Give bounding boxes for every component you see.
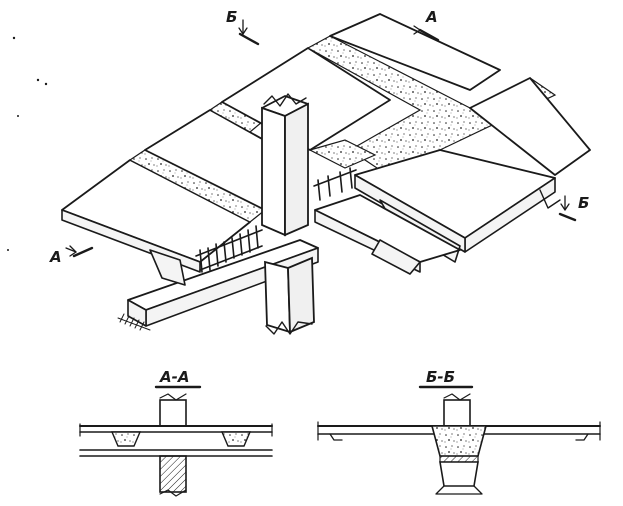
column (261, 93, 315, 335)
section-b-b: Б-Б (317, 368, 601, 495)
section-letter-a-left: А (49, 248, 62, 266)
node-concrete (308, 139, 377, 169)
section-mark-a-left: А (49, 245, 94, 266)
section-letter-a-top: А (425, 8, 438, 26)
section-mark-b-top: Б (226, 8, 260, 46)
reinforcement-bars (195, 167, 357, 273)
scan-specks (7, 36, 48, 251)
isometric-view: А Б А Б (7, 8, 591, 335)
section-letter-b-top: Б (226, 8, 237, 26)
front-lower-slab (314, 194, 461, 275)
far-right-slab (329, 13, 591, 176)
section-mark-b-right: Б (558, 194, 589, 222)
section-letter-b-right: Б (578, 194, 589, 212)
section-a-a-title: А-А (159, 368, 189, 386)
section-b-b-title: Б-Б (426, 368, 455, 386)
section-mark-a-top: А (413, 8, 440, 42)
section-a-a: А-А (79, 368, 273, 497)
